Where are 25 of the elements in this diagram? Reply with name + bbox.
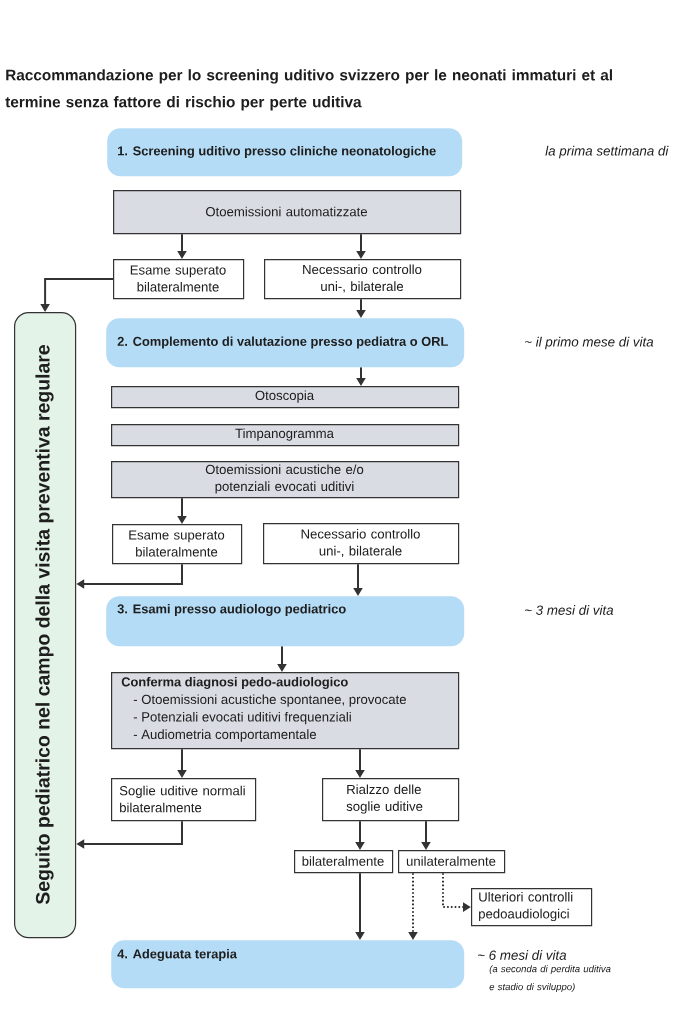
- time-note: (a seconda di perdita uditiva e stadio di sviluppo): [489, 965, 611, 993]
- result-box: Rialzzo delle soglie uditive: [322, 778, 460, 822]
- result-box: bilateralmente: [294, 850, 394, 874]
- stage-box: 4. Adeguata terapia: [111, 940, 465, 989]
- method-box: Otoemissioni acustiche e/o potenziali evocati uditivi: [111, 461, 460, 499]
- result-box: Esame superato bilateralmente: [113, 259, 245, 300]
- result-box: Necessario controllo uni-, bilaterale: [264, 259, 462, 300]
- result-box: Necessario controllo uni-, bilaterale: [263, 523, 460, 565]
- stage-box: 3. Esami presso audiologo pediatrico: [106, 596, 465, 647]
- method-box: Otoemissioni automatizzate: [113, 190, 462, 235]
- stage-box: 2. Complemento di valutazione presso pediatra o ORL: [106, 318, 465, 368]
- method-box: Conferma diagnosi pedo-audiologico - Otoemissioni acustiche spontanee, provocate - Potenziali evocati uditivi frequenziali - Audiometria comportamentale: [111, 672, 460, 750]
- time-note: la prima settimana di: [545, 145, 669, 159]
- time-note: ~ 3 mesi di vita: [525, 605, 614, 615]
- time-note: ~ 6 mesi di vita: [478, 950, 567, 960]
- method-box: Timpanogramma: [111, 424, 460, 447]
- follow-up-band: Seguito pediatrico nel campo della visita preventiva regulare: [14, 312, 77, 939]
- title: Raccommandazione per lo screening uditivo svizzero per le neonati immaturi et al termine senza fattore di rischio per perte uditiva: [5, 69, 612, 111]
- result-box: unilateralmente: [398, 850, 506, 874]
- result-box: Esame superato bilateralmente: [112, 524, 243, 565]
- time-note: ~ il primo mese di vita: [525, 336, 654, 350]
- result-box: Ulteriori controlli pedoaudiologici: [471, 888, 593, 927]
- method-box: Otoscopia: [111, 386, 460, 409]
- stage-box: 1. Screening uditivo presso cliniche neonatologiche: [107, 128, 463, 177]
- result-box: Soglie uditive normali bilateralmente: [111, 778, 257, 822]
